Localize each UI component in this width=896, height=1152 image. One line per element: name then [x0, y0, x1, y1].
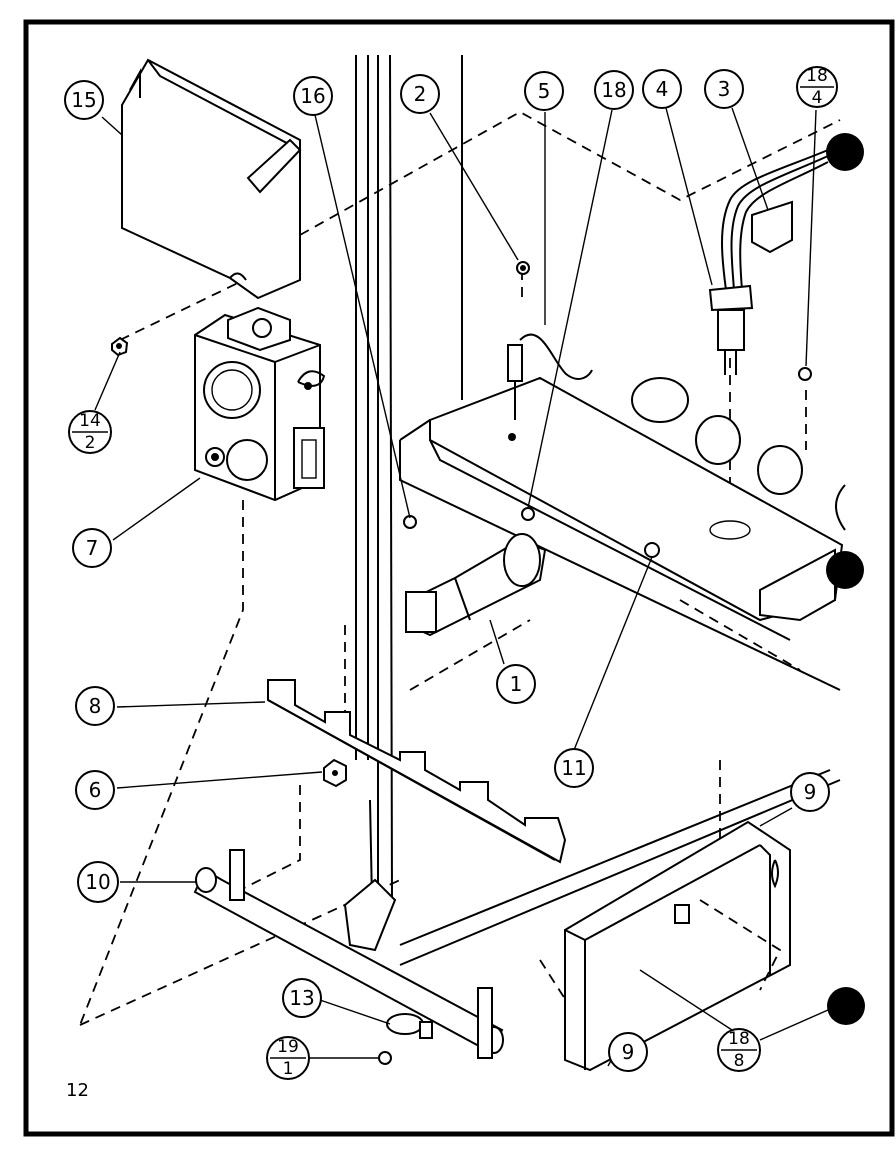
svg-text:3: 3 — [718, 77, 731, 101]
callout-9-bottom: 9 — [608, 1032, 648, 1072]
svg-text:14: 14 — [79, 411, 101, 431]
svg-text:8: 8 — [89, 694, 102, 718]
callout-6: 6 — [75, 770, 115, 810]
callout-3: 3 — [704, 69, 744, 109]
callout-2: 2 — [400, 74, 440, 114]
callout-13: 13 — [282, 978, 322, 1018]
leader-lines — [94, 107, 829, 1067]
svg-text:4: 4 — [812, 88, 823, 108]
page-number: 12 — [66, 1080, 89, 1101]
callout-7: 7 — [72, 528, 112, 568]
svg-text:1: 1 — [510, 672, 523, 696]
nut-part — [239, 758, 347, 891]
valve-dashed-path — [79, 500, 244, 1026]
callout-9-top: 9 — [790, 772, 830, 812]
small-screw-14 — [111, 336, 129, 357]
callout-4: 4 — [642, 69, 682, 109]
svg-text:16: 16 — [300, 84, 325, 108]
side-bracket-part — [564, 820, 791, 1072]
svg-text:10: 10 — [85, 870, 110, 894]
screw-18-4 — [798, 367, 812, 381]
callout-8: 8 — [75, 686, 115, 726]
screw-18 — [521, 507, 535, 521]
clamp-part — [386, 1013, 433, 1039]
cover-box-part — [121, 58, 302, 300]
svg-text:18: 18 — [728, 1029, 750, 1049]
svg-text:6: 6 — [89, 778, 102, 802]
sheet-border — [23, 19, 895, 1137]
gas-valve-part — [194, 306, 326, 502]
svg-text:13: 13 — [289, 986, 314, 1010]
svg-text:8: 8 — [734, 1051, 745, 1071]
wiring-harness-part — [708, 149, 829, 375]
svg-text:2: 2 — [85, 433, 96, 453]
svg-text:5: 5 — [538, 79, 551, 103]
svg-text:4: 4 — [656, 77, 669, 101]
svg-text:11: 11 — [561, 756, 586, 780]
callout-1: 1 — [496, 664, 536, 704]
fraction-callout-18-8: 18 8 — [717, 1028, 761, 1072]
screw-11 — [644, 542, 660, 558]
svg-text:18: 18 — [601, 78, 626, 102]
manifold-pipe-part — [193, 849, 504, 1059]
notched-bracket-part — [267, 679, 567, 864]
svg-text:7: 7 — [86, 536, 99, 560]
ref-dot — [827, 987, 865, 1025]
fraction-callout-18-4: 18 4 — [796, 66, 838, 108]
svg-text:1: 1 — [283, 1059, 294, 1079]
fraction-callout-19-1: 19 1 — [266, 1036, 310, 1080]
callout-18: 18 — [594, 70, 634, 110]
burner-orifice-part — [344, 533, 547, 730]
igniter-part — [507, 261, 593, 420]
svg-text:15: 15 — [71, 88, 96, 112]
fraction-callout-14-2: 14 2 — [68, 410, 112, 454]
svg-text:9: 9 — [804, 780, 817, 804]
callout-11: 11 — [554, 748, 594, 788]
burner-box — [399, 376, 846, 691]
callout-15: 15 — [64, 80, 104, 120]
ref-dot — [826, 551, 864, 589]
screw-19 — [378, 1051, 392, 1065]
svg-text:2: 2 — [414, 82, 427, 106]
ref-dot — [826, 133, 864, 171]
svg-text:18: 18 — [806, 66, 828, 86]
svg-text:19: 19 — [277, 1037, 299, 1057]
svg-text:9: 9 — [622, 1040, 635, 1064]
callout-16: 16 — [293, 76, 333, 116]
callout-5: 5 — [524, 71, 564, 111]
callout-10: 10 — [77, 861, 119, 903]
